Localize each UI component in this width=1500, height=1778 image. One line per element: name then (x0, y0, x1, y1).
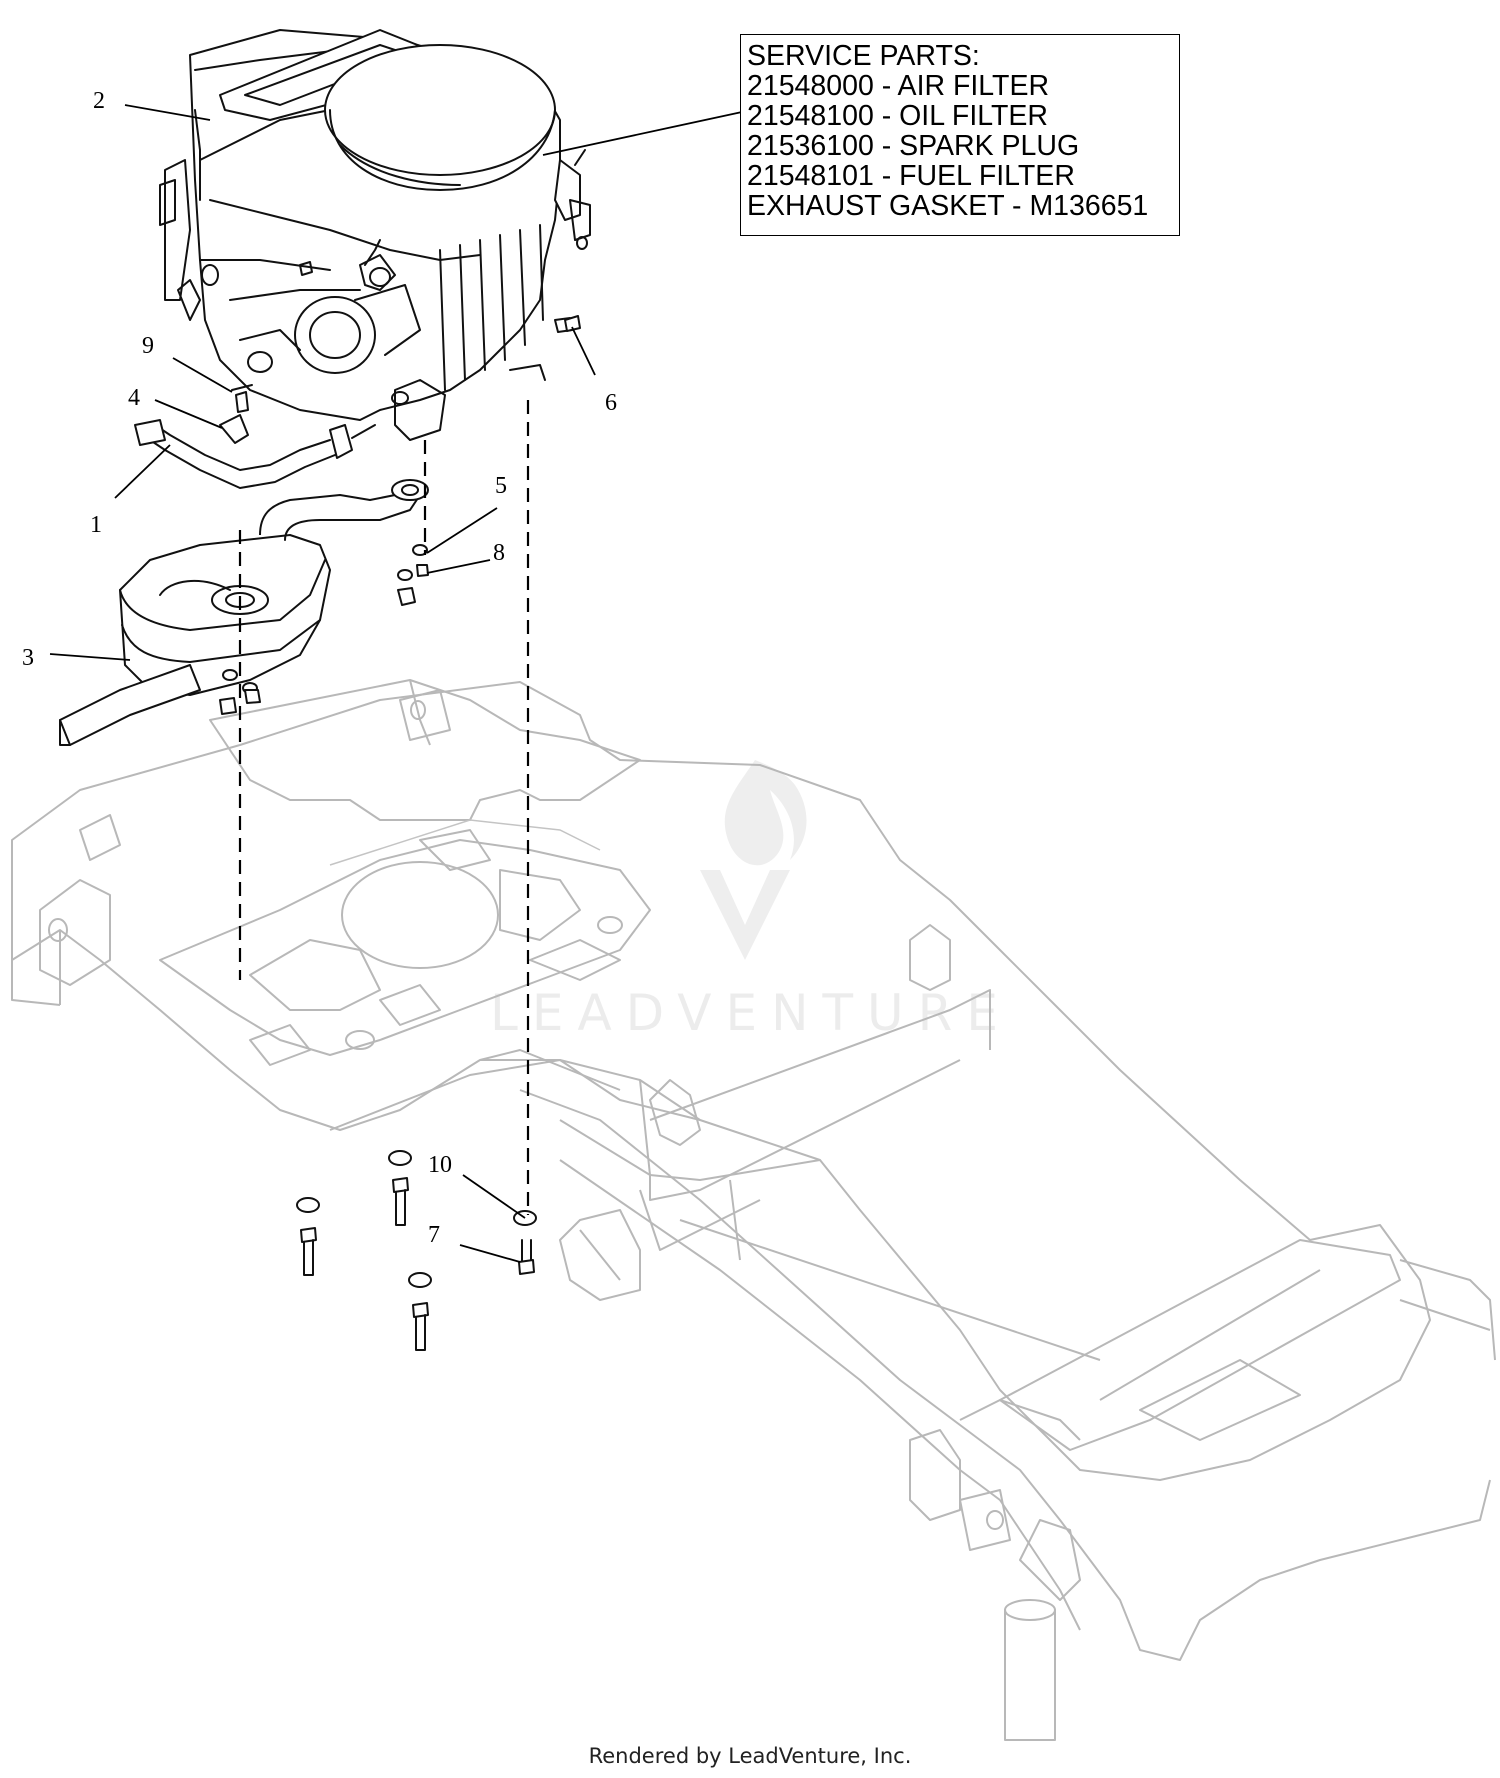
muffler (59, 479, 429, 746)
watermark: LEADVENTURE (490, 760, 1012, 1042)
footer-credit: Rendered by LeadVenture, Inc. (588, 1744, 912, 1768)
callout-5: 5 (495, 473, 507, 499)
hardware (219, 315, 581, 1351)
service-part-oil-filter: 21548100 - OIL FILTER (747, 100, 1048, 132)
callout-4: 4 (128, 385, 140, 411)
service-part-spark-plug: 21536100 - SPARK PLUG (747, 130, 1080, 162)
callout-10: 10 (428, 1152, 452, 1178)
alignment-lines (238, 400, 530, 1215)
service-parts-box: SERVICE PARTS: 21548000 - AIR FILTER 215… (740, 34, 1180, 236)
watermark-v-icon (700, 870, 790, 960)
callout-3: 3 (22, 645, 34, 671)
service-part-exhaust-gasket: EXHAUST GASKET - M136651 (747, 190, 1149, 222)
callout-8: 8 (493, 540, 505, 566)
service-part-air-filter: 21548000 - AIR FILTER (747, 70, 1050, 102)
mower-frame (11, 679, 1496, 1741)
service-parts-heading: SERVICE PARTS: (747, 40, 980, 72)
callout-labels: 1 2 3 4 5 6 7 8 9 10 (22, 88, 617, 1248)
callout-9: 9 (142, 333, 154, 359)
callout-6: 6 (605, 390, 617, 416)
service-part-fuel-filter: 21548101 - FUEL FILTER (747, 160, 1075, 192)
callout-1: 1 (90, 512, 102, 538)
watermark-flame-icon (724, 760, 807, 866)
callout-2: 2 (93, 88, 105, 114)
watermark-text: LEADVENTURE (490, 984, 1012, 1042)
callout-7: 7 (428, 1222, 440, 1248)
hose-clip (219, 384, 253, 444)
leader-lines (49, 104, 743, 1263)
engine (159, 29, 591, 441)
fuel-hose (134, 419, 376, 489)
